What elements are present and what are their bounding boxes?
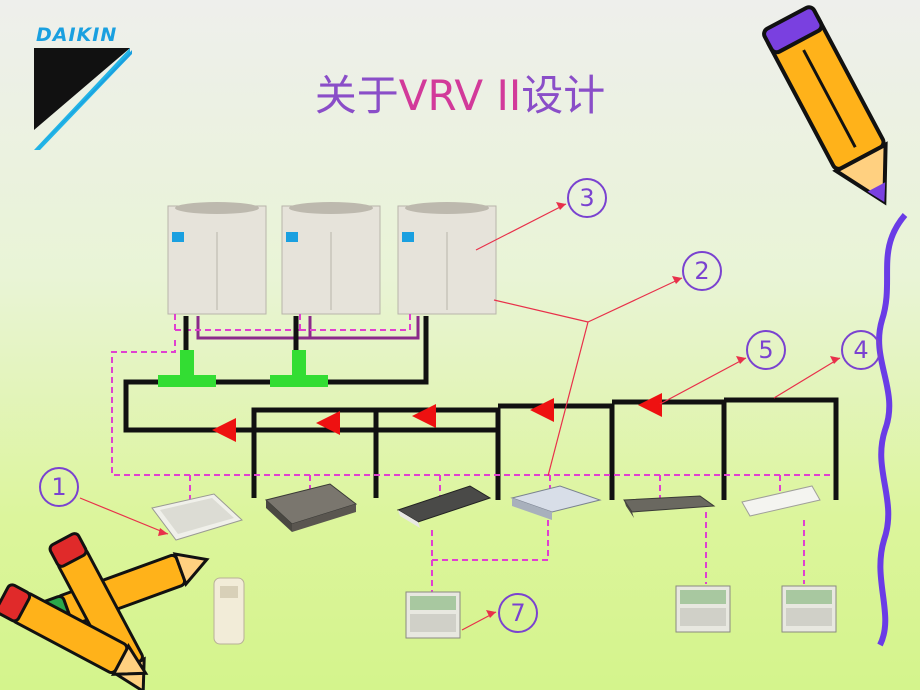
control-wiring [174,314,411,331]
outdoor-unit-icon [397,202,497,315]
indoor-unit-icon [264,483,358,532]
callout-4: 4 [841,330,881,370]
pencil-icon [0,583,149,676]
wavy-border-icon [876,213,908,647]
refrigerant-pipe [123,316,839,500]
arrow-icon [212,393,662,442]
arrow-icon [158,202,840,618]
title-prefix: 关于 [314,71,399,120]
leader-line [79,203,841,631]
logo-text: DAIKIN [36,24,118,46]
control-wiring [111,340,830,592]
outdoor-link [196,316,420,340]
callout-2: 2 [682,251,722,291]
pencil-icon [762,5,888,206]
indoor-unit-icon [151,493,243,541]
title-suffix: 设计 [521,71,606,120]
title-accent: VRV II [398,71,522,120]
callout-7: 7 [498,593,538,633]
central-controller-icon [405,591,461,639]
callout-1: 1 [39,467,79,507]
indoor-unit-icon [741,485,821,517]
page-title: 关于VRV II设计 [0,62,920,123]
remote-controller-icon [213,577,245,645]
central-controller-icon [781,585,837,633]
callout-5: 5 [746,330,786,370]
indoor-unit-icon [396,485,492,528]
central-controller-icon [675,585,731,633]
outdoor-unit-icon [281,202,381,315]
branch-joint [158,350,328,387]
indoor-unit-icon [510,485,602,520]
indoor-unit-icon [623,495,716,518]
callout-3: 3 [567,178,607,218]
outdoor-unit-icon [167,202,267,315]
daikin-logo-icon [34,48,132,150]
